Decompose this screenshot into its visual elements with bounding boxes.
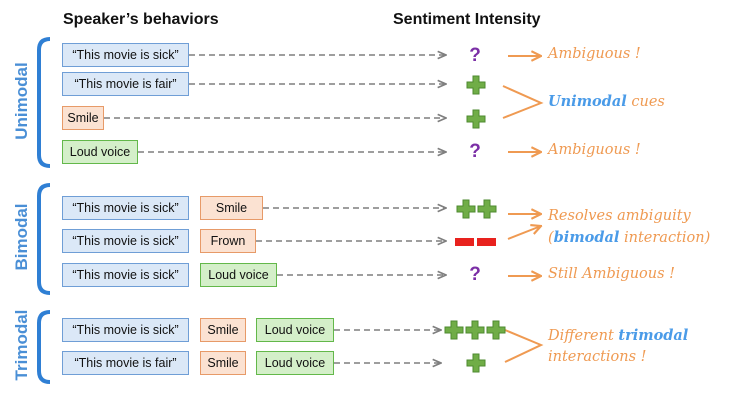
red-minus-icon [477, 238, 496, 246]
result-text-pre: ( [548, 230, 554, 246]
result-text: Ambiguous ! [548, 46, 641, 62]
green-plus-icon [466, 75, 486, 95]
behaviors-header: Speaker’s behaviors [63, 11, 219, 28]
behavior-acoustic: Loud voice [200, 263, 277, 287]
result-text: Unimodal cues [548, 93, 665, 110]
result-text: Still Ambiguous ! [548, 266, 675, 282]
behavior-acoustic: Loud voice [256, 318, 334, 342]
result-arrow-merge [502, 85, 544, 119]
trimodal-bracket [37, 310, 51, 384]
green-plus-icon [466, 353, 486, 373]
green-plus-icon [466, 109, 486, 129]
result-line: Resolves ambiguity [548, 208, 691, 224]
result-text-post: cues [626, 94, 665, 110]
result-keyword: trimodal [618, 327, 689, 344]
behavior-acoustic: Loud voice [256, 351, 334, 375]
result-text: Different trimodal interactions ! [548, 325, 688, 368]
green-plus-icon [465, 320, 485, 340]
behavior-visual: Smile [200, 351, 246, 375]
result-text: Resolves ambiguity (bimodal interaction) [548, 206, 710, 249]
green-plus-icon [444, 320, 464, 340]
behavior-verbal: “This movie is fair” [62, 351, 189, 375]
purple-question-mark-icon: ? [469, 264, 481, 285]
bimodal-bracket [37, 183, 51, 295]
behavior-acoustic: Loud voice [62, 140, 138, 164]
purple-question-mark-icon: ? [469, 45, 481, 66]
green-plus-icon [486, 320, 506, 340]
result-keyword: Unimodal [548, 93, 627, 110]
result-text: Ambiguous ! [548, 142, 641, 158]
result-line: interactions ! [548, 349, 647, 365]
behavior-visual: Frown [200, 229, 256, 253]
behavior-verbal: “This movie is sick” [62, 263, 189, 287]
behavior-visual: Smile [62, 106, 104, 130]
group-label-unimodal: Unimodal [12, 62, 31, 140]
unimodal-bracket [37, 37, 51, 168]
result-text-post: interaction) [619, 230, 711, 246]
green-plus-icon [477, 199, 497, 219]
group-label-bimodal: Bimodal [12, 203, 31, 271]
result-arrow-merge [504, 329, 544, 363]
behavior-verbal: “This movie is sick” [62, 196, 189, 220]
purple-question-mark-icon: ? [469, 141, 481, 162]
result-keyword: bimodal [553, 229, 620, 246]
behavior-visual: Smile [200, 196, 263, 220]
group-label-trimodal: Trimodal [12, 309, 31, 381]
behavior-verbal: “This movie is sick” [62, 229, 189, 253]
result-line: Different trimodal [548, 325, 688, 347]
behavior-verbal: “This movie is sick” [62, 43, 189, 67]
green-plus-icon [456, 199, 476, 219]
behavior-visual: Smile [200, 318, 246, 342]
result-line: (bimodal interaction) [548, 227, 710, 249]
intensity-header: Sentiment Intensity [393, 11, 541, 28]
behavior-verbal: “This movie is fair” [62, 72, 189, 96]
red-minus-icon [455, 238, 474, 246]
result-text-pre: Different [548, 328, 619, 344]
behavior-verbal: “This movie is sick” [62, 318, 189, 342]
result-arrow [507, 226, 541, 240]
